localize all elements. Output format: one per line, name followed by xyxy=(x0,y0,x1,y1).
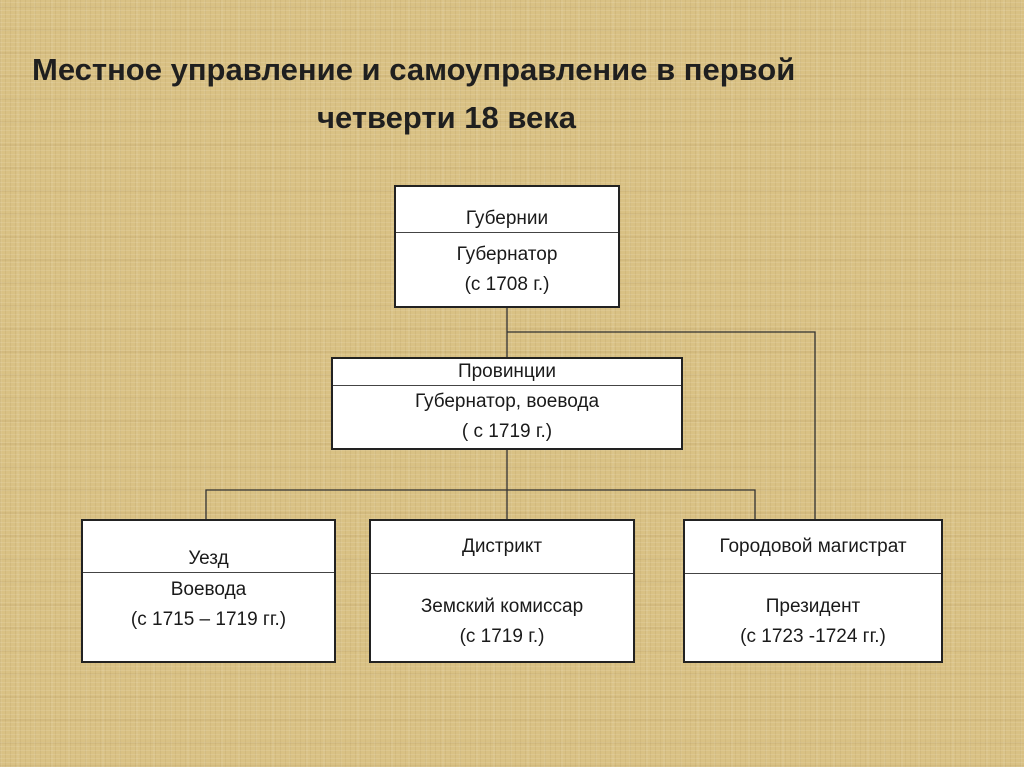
node-provintsii-body: Губернатор, воевода ( с 1719 г.) xyxy=(333,385,681,448)
node-distrikt-head: Дистрикт xyxy=(371,521,633,574)
node-magistrat-head: Городовой магистрат xyxy=(685,521,941,574)
node-gubernii: Губернии Губернатор (с 1708 г.) xyxy=(394,185,620,308)
slide-title-line-1: Местное управление и самоуправление в пе… xyxy=(32,52,796,87)
connector-provintsii-to-uezd xyxy=(205,489,756,519)
node-magistrat-line-1: Президент xyxy=(765,596,861,617)
node-magistrat-line-2: (с 1723 -1724 гг.) xyxy=(740,626,886,647)
node-provintsii-head: Провинции xyxy=(333,359,681,386)
node-magistrat-body: Президент (с 1723 -1724 гг.) xyxy=(685,573,941,661)
connector-gubernii-to-magistrat xyxy=(507,331,816,519)
node-distrikt: Дистрикт Земский комиссар (с 1719 г.) xyxy=(369,519,635,663)
node-uezd: Уезд Воевода (с 1715 – 1719 гг.) xyxy=(81,519,336,663)
node-provintsii: Провинции Губернатор, воевода ( с 1719 г… xyxy=(331,357,683,450)
slide-title-line-2: четверти 18 века xyxy=(317,100,577,135)
node-gubernii-head: Губернии xyxy=(396,187,618,233)
node-uezd-head: Уезд xyxy=(83,521,334,573)
node-distrikt-line-2: (с 1719 г.) xyxy=(459,626,545,647)
node-uezd-body: Воевода (с 1715 – 1719 гг.) xyxy=(83,573,334,661)
node-provintsii-line-2: ( с 1719 г.) xyxy=(461,420,553,442)
node-provintsii-line-1: Губернатор, воевода xyxy=(414,390,600,412)
node-gubernii-line-1: Губернатор xyxy=(456,243,558,265)
node-gubernii-line-2: (с 1708 г.) xyxy=(464,273,550,295)
node-uezd-line-1: Воевода xyxy=(170,579,247,600)
node-magistrat: Городовой магистрат Президент (с 1723 -1… xyxy=(683,519,943,663)
node-uezd-line-2: (с 1715 – 1719 гг.) xyxy=(130,609,287,630)
node-distrikt-line-1: Земский комиссар xyxy=(420,596,584,617)
node-gubernii-body: Губернатор (с 1708 г.) xyxy=(396,233,618,306)
node-distrikt-body: Земский комиссар (с 1719 г.) xyxy=(371,573,633,661)
